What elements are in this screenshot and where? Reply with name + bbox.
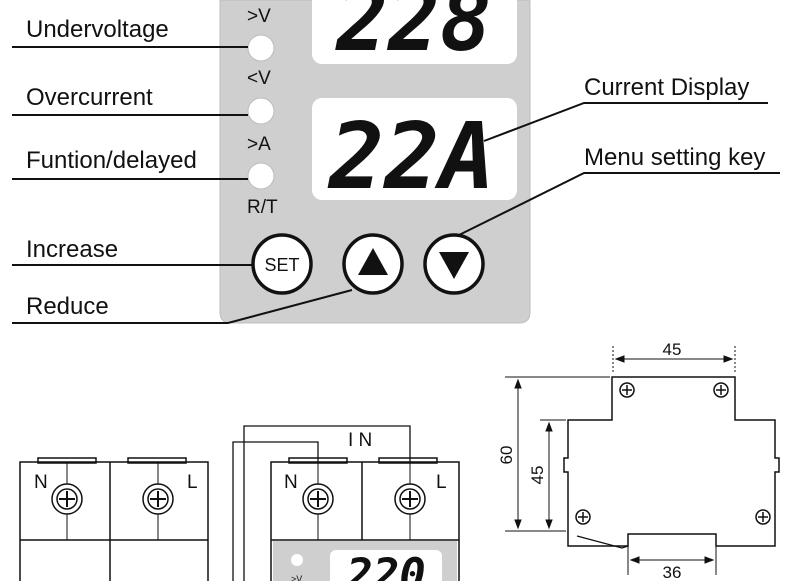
- label-current-display: Current Display: [584, 74, 749, 101]
- terminal-label-n: N: [34, 472, 48, 493]
- dimension-inner-height-value: 45: [528, 466, 547, 485]
- mini-display-value: 220: [345, 550, 425, 581]
- screw-icon: [142, 483, 174, 515]
- led-over-voltage: [247, 34, 275, 62]
- din-clip: [576, 535, 629, 549]
- screw-icon: [575, 509, 591, 525]
- dimension-drawing: [563, 376, 780, 547]
- screw-icon: [302, 483, 334, 515]
- label-undervoltage: Undervoltage: [26, 16, 169, 43]
- leader-current-display: [483, 102, 768, 142]
- indicator-over-current-label: >A: [247, 134, 271, 155]
- dimension-bottom-value: 36: [663, 563, 682, 581]
- dimension-height-value: 60: [497, 446, 516, 465]
- screw-icon: [755, 509, 771, 525]
- dimension-height: [505, 376, 610, 532]
- screw-icon: [713, 382, 729, 398]
- voltage-display: [312, 0, 517, 64]
- label-overcurrent: Overcurrent: [26, 84, 153, 111]
- indicator-reset-time-label: R/T: [247, 197, 278, 218]
- dimension-top-value: 45: [663, 340, 682, 359]
- label-function-delayed: Funtion/delayed: [26, 147, 197, 174]
- terminal-label-n-right: N: [284, 472, 298, 493]
- dimension-bottom: [627, 546, 717, 575]
- leader-menu-setting-key: [456, 172, 780, 237]
- dimension-inner-height: [540, 419, 566, 530]
- down-arrow-icon: [439, 252, 469, 279]
- mini-display: [330, 550, 442, 581]
- mini-led: [291, 554, 303, 566]
- leader-reduce: [12, 289, 353, 324]
- terminal-label-l-right: L: [436, 472, 447, 493]
- current-display-value: 22A: [327, 103, 495, 210]
- indicator-under-voltage-label: <V: [247, 68, 271, 89]
- label-increase: Increase: [26, 236, 118, 263]
- label-reduce: Reduce: [26, 293, 109, 320]
- voltage-display-value: 228: [334, 0, 491, 71]
- set-key-label: SET: [264, 255, 299, 275]
- screw-icon: [51, 483, 83, 515]
- led-over-current: [247, 162, 275, 190]
- current-display: [312, 98, 517, 200]
- mini-indicator-label: >V: [291, 574, 302, 581]
- dimension-top: [612, 346, 736, 374]
- indicator-over-voltage-label: >V: [247, 6, 271, 27]
- terminal-label-l: L: [187, 472, 198, 493]
- input-label: I N: [348, 430, 372, 451]
- wiring-loops: [232, 425, 411, 581]
- up-arrow-icon: [358, 248, 388, 275]
- terminal-block-left: [19, 457, 209, 581]
- screw-icon: [619, 382, 635, 398]
- label-menu-setting-key: Menu setting key: [584, 144, 765, 171]
- screw-icon: [394, 483, 426, 515]
- led-under-voltage: [247, 97, 275, 125]
